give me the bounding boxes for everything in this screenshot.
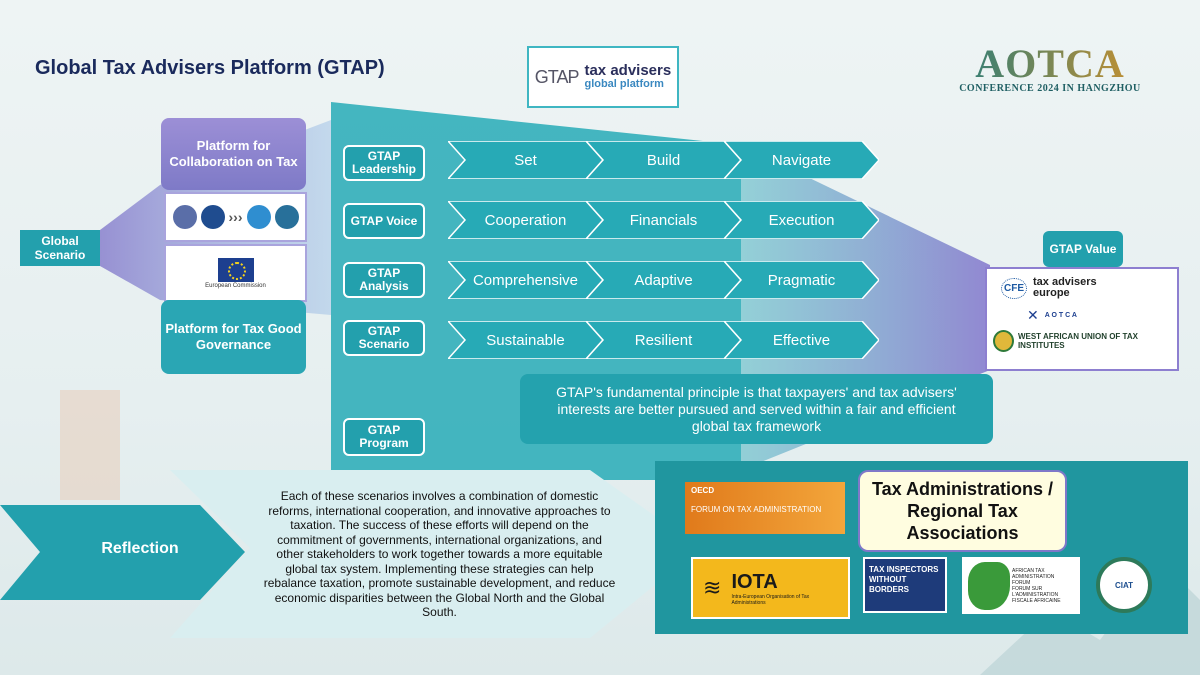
chevron-navigate: Navigate [724, 141, 879, 179]
global-scenario-box: Global Scenario [20, 230, 100, 266]
eu-caption: European Commission [205, 282, 266, 289]
chevron-label: Resilient [634, 331, 693, 349]
principle-box: GTAP's fundamental principle is that tax… [520, 374, 993, 444]
iota-logo: ≋ IOTA Intra-European Organisation of Ta… [691, 557, 850, 619]
chevron-label: Build [646, 151, 681, 169]
chevron-label: Set [514, 151, 537, 169]
iota-sub: Intra-European Organisation of Tax Admin… [731, 593, 810, 606]
chevron-build: Build [586, 141, 741, 179]
gtap-value-label: GTAP Value [1043, 231, 1123, 267]
chevron-effective: Effective [724, 321, 879, 359]
chevron-cooperation: Cooperation [448, 201, 603, 239]
chevron-label: Sustainable [486, 331, 565, 349]
platform-collab-box: Platform for Collaboration on Tax [161, 118, 306, 190]
row-label-scenario: GTAP Scenario [343, 320, 425, 356]
oecd-mark: OECD [691, 486, 715, 495]
chevron-set: Set [448, 141, 603, 179]
waut-seal-icon [993, 330, 1014, 352]
international-orgs-logos: ››› [164, 192, 307, 242]
aotca-name: AOTCA [940, 40, 1160, 87]
waut-logo: WEST AFRICAN UNION OF TAX INSTITUTES [987, 324, 1177, 352]
chevron-label: Financials [629, 211, 698, 229]
cfe-logo: CFE tax advisers europe [987, 269, 1177, 299]
chevron-label: Adaptive [634, 271, 693, 289]
chevron-resilient: Resilient [586, 321, 741, 359]
chevron-label: Comprehensive [472, 271, 579, 289]
gtap-logo-mark: GTAP [534, 66, 580, 87]
tax-admin-title: Tax Administrations / Regional Tax Assoc… [858, 470, 1067, 552]
reflection-label: Reflection [101, 540, 179, 557]
chevron-adaptive: Adaptive [586, 261, 741, 299]
aotca-subtitle: CONFERENCE 2024 IN HANGZHOU [959, 83, 1141, 94]
row-label-analysis: GTAP Analysis [343, 262, 425, 298]
waut-name: WEST AFRICAN UNION OF TAX INSTITUTES [1017, 332, 1138, 350]
ataf-logo: AFRICAN TAX ADMINISTRATION FORUM FORUM S… [962, 557, 1080, 614]
ciat-seal-logo: CIAT [1096, 557, 1152, 613]
row-label-leadership: GTAP Leadership [343, 145, 425, 181]
chevron-label: Cooperation [484, 211, 567, 229]
aotca-small-logo: ✕ A O T C A [987, 299, 1177, 324]
tiwb-logo: TAX INSPECTORS WITHOUT BORDERS [863, 557, 947, 613]
aotca-logo: AOTCA CONFERENCE 2024 IN HANGZHOU [940, 40, 1160, 94]
chevron-sustainable: Sustainable [448, 321, 603, 359]
fta-logo: OECD FORUM ON TAX ADMINISTRATION [685, 482, 845, 534]
chevrons-icon: ››› [228, 209, 243, 225]
row-label-voice: GTAP Voice [343, 203, 425, 239]
eu-flag-icon [217, 257, 254, 282]
page-title: Global Tax Advisers Platform (GTAP) [35, 57, 385, 79]
chevron-execution: Execution [724, 201, 879, 239]
chevron-label: Pragmatic [767, 271, 836, 289]
chevron-comprehensive: Comprehensive [448, 261, 603, 299]
chevron-label: Execution [768, 211, 835, 229]
iota-symbol-icon: ≋ [703, 575, 722, 600]
world-bank-icon [274, 205, 299, 229]
ciat-seal-text: CIAT [1114, 580, 1134, 590]
reflection-arrow [0, 505, 245, 600]
chevron-pragmatic: Pragmatic [724, 261, 879, 299]
gtap-logo-line2: global platform [584, 78, 664, 90]
reflection-text: Each of these scenarios involves a combi… [263, 489, 616, 619]
imf-icon [172, 205, 197, 229]
ataf-name: AFRICAN TAX ADMINISTRATION FORUM [1012, 567, 1055, 586]
cfe-mark: CFE [1001, 277, 1027, 299]
platform-governance-box: Platform for Tax Good Governance [161, 300, 306, 374]
chevron-financials: Financials [586, 201, 741, 239]
ataf-fr: FORUM SUR L'ADMINISTRATION FISCALE AFRIC… [1012, 585, 1061, 604]
fta-name: FORUM ON TAX ADMINISTRATION [691, 505, 822, 514]
africa-map-icon [968, 561, 1010, 610]
value-orgs-box: CFE tax advisers europe ✕ A O T C A WEST… [985, 267, 1179, 371]
cfe-name: tax advisers europe [1033, 276, 1097, 299]
gtap-logo-line1: tax advisers [584, 62, 672, 79]
european-commission-logo: European Commission [164, 244, 307, 302]
oecd-globe-icon [200, 205, 225, 229]
row-label-program: GTAP Program [343, 418, 425, 456]
aotca-mark: A O T C A [1044, 312, 1077, 319]
gtap-logo: GTAP tax advisers global platform [527, 46, 679, 108]
aotca-x-icon: ✕ [1027, 307, 1039, 323]
iota-name: IOTA [731, 570, 778, 593]
un-icon [246, 205, 271, 229]
chevron-label: Navigate [771, 151, 832, 169]
chevron-label: Effective [772, 331, 831, 349]
